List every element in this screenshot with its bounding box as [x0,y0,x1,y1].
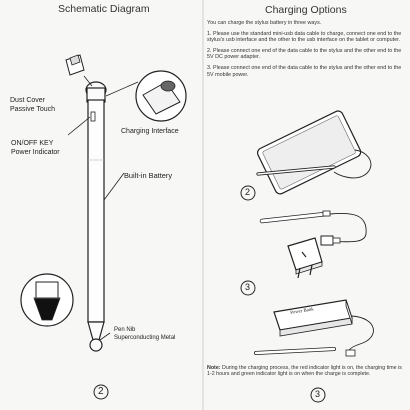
step2-circle [240,185,256,201]
option3-text: 3. Please connect one end of the data ca… [207,64,402,78]
charging-interface-label: Charging Interface [121,128,179,135]
superconducting-metal-text: Superconducting Metal [114,334,176,341]
option2-adapter-illustration [259,210,367,279]
power-indicator-text: Power Indicator [11,148,60,156]
page2-circle [93,384,109,400]
passive-touch-text: Passive Touch [10,105,56,113]
step2-number: 2 [245,187,251,197]
left-page-number: 2 [98,386,104,397]
step3-number: 3 [245,282,251,292]
page3-circle [310,387,326,403]
option1-text: 1. Please use the standard mini-usb data… [207,30,402,44]
note-label: Note: [207,365,221,371]
dust-cover-icon [65,54,85,76]
on-off-key-label: ON/OFF KEY Power Indicator [11,140,60,157]
built-in-battery-label: Built-in Battery [124,171,173,180]
stylus-illustration [85,81,107,352]
nib-zoom [20,273,74,327]
right-page-title: Charging Options [265,4,347,16]
option3-powerbank-illustration [254,299,374,357]
step3-circle [240,280,256,296]
pen-nib-label: Pen Nib Superconducting Metal [114,327,175,342]
left-page-title: Schematic Diagram [58,3,150,15]
charging-instructions: You can charge the stylus battery in thr… [207,20,405,78]
intro-text: You can charge the stylus battery in thr… [207,20,322,26]
note-text: During the charging process, the red ind… [207,365,402,378]
charging-note: Note: During the charging process, the r… [207,365,407,378]
pen-nib-text: Pen Nib [114,327,136,333]
charging-interface-zoom [135,70,187,122]
dust-cover-label: Dust Cover Passive Touch [10,97,55,114]
on-off-key-text: ON/OFF KEY [11,140,54,147]
option1-tablet-illustration [256,110,372,195]
dust-cover-text: Dust Cover [10,97,46,104]
option2-text: 2. Please connect one end of the data ca… [207,47,402,61]
right-page-number: 3 [315,389,321,399]
